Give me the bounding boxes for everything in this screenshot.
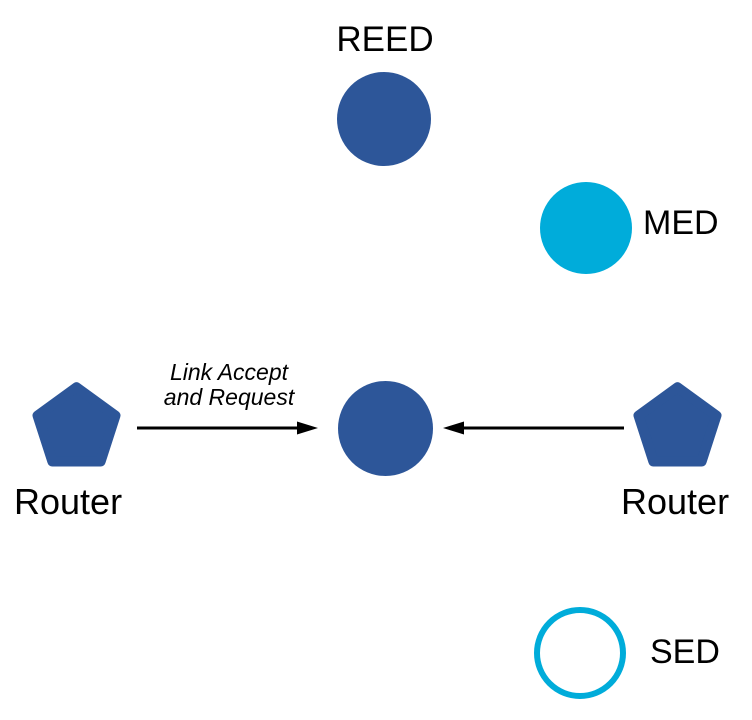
arrow-right-to-center (443, 421, 624, 435)
med-label: MED (643, 204, 719, 242)
arrow-head-icon (297, 421, 318, 435)
router-left-node (32, 382, 121, 467)
sed-label: SED (650, 633, 720, 671)
edge-label-line2: and Request (163, 384, 295, 410)
center-node (338, 381, 433, 476)
router-left-label: Router (14, 481, 123, 522)
reed-label: REED (336, 20, 434, 59)
pentagon-shape (32, 382, 121, 467)
pentagon-shape (633, 382, 722, 467)
arrow-head-icon (443, 421, 464, 435)
router-right-label: Router (621, 481, 730, 522)
router-right-node (633, 382, 722, 467)
med-node (540, 182, 632, 274)
link-accept-request-label: Link Accept and Request (139, 360, 319, 410)
arrow-left-to-center (137, 421, 318, 435)
sed-node (534, 607, 626, 699)
edge-label-line1: Link Accept (169, 359, 289, 385)
reed-node (337, 72, 431, 166)
